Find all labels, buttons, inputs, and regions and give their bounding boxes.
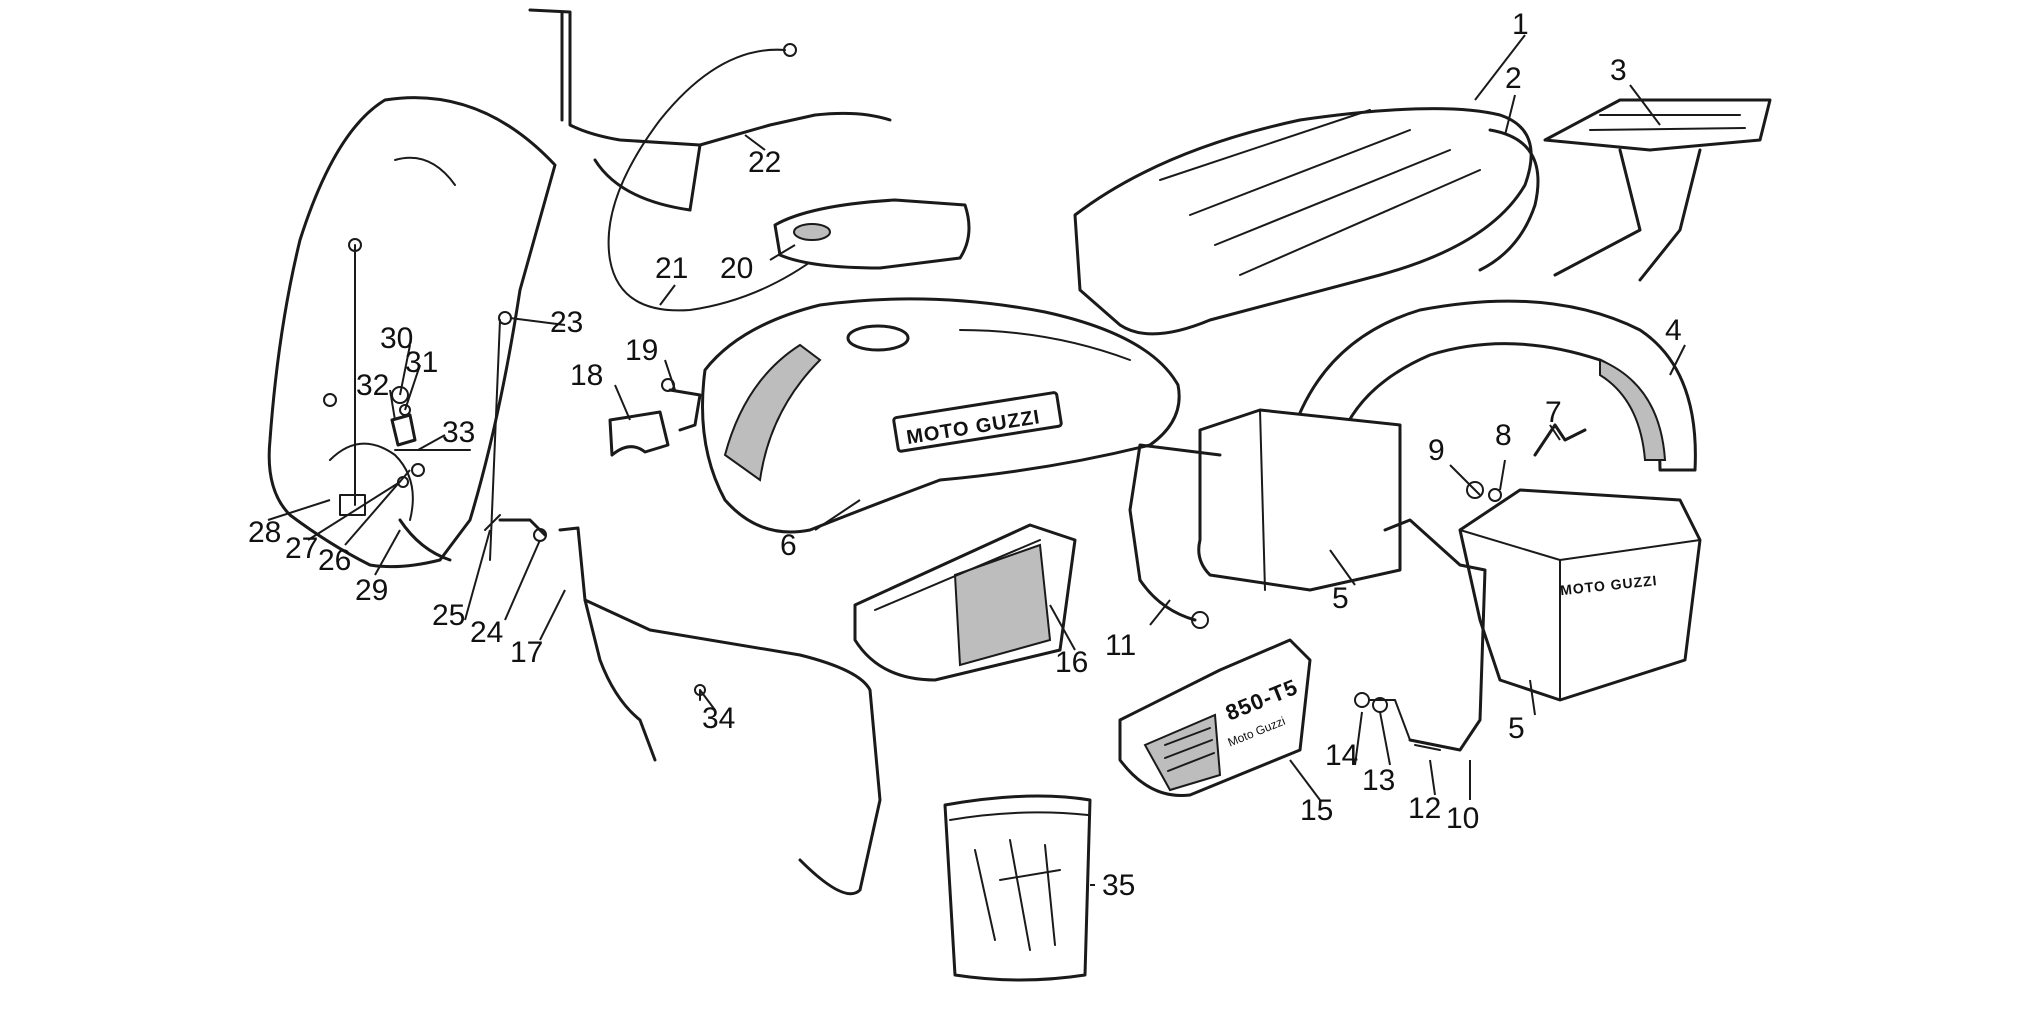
callout-4: 4	[1665, 314, 1682, 347]
callout-8: 8	[1495, 419, 1512, 452]
callout-12: 12	[1408, 792, 1441, 825]
callout-21: 21	[655, 252, 688, 285]
callout-28: 28	[248, 516, 281, 549]
screen-bracket	[484, 514, 547, 542]
tool-bag	[943, 794, 1092, 982]
callout-33: 33	[442, 416, 475, 449]
callout-11: 11	[1105, 629, 1136, 662]
windscreen	[267, 96, 557, 569]
callout-6: 6	[780, 529, 797, 562]
callout-9: 9	[1428, 434, 1445, 467]
callout-2: 2	[1505, 62, 1522, 95]
callout-26: 26	[318, 544, 351, 577]
fuel-tank	[701, 297, 1181, 534]
callout-5-upper: 5	[1332, 582, 1349, 615]
callout-27: 27	[285, 532, 318, 565]
callout-29: 29	[355, 574, 388, 607]
rear-fender	[1288, 299, 1697, 472]
saddlebag-left	[1197, 408, 1402, 592]
rear-rack	[1543, 98, 1772, 282]
callout-17: 17	[510, 636, 543, 669]
callout-3: 3	[1610, 54, 1627, 87]
handlebar	[528, 8, 892, 212]
callout-20: 20	[720, 252, 753, 285]
callout-18: 18	[570, 359, 603, 392]
callout-31: 31	[405, 346, 438, 379]
callout-15: 15	[1300, 794, 1333, 827]
callout-1: 1	[1512, 8, 1529, 41]
bracket-right	[1369, 518, 1487, 752]
tank-top-panel	[773, 198, 971, 270]
callout-22: 22	[748, 146, 781, 179]
tank-mount-brackets	[608, 378, 702, 457]
callout-labels: 1 2 3 4 5 5 6 7 8 9 10 11 12 13 14 15 16…	[248, 8, 1682, 902]
callout-24: 24	[470, 616, 503, 649]
bracket-left	[1128, 443, 1222, 629]
crash-bar	[558, 526, 882, 896]
side-cover-right	[1118, 638, 1312, 798]
seat	[1073, 107, 1540, 336]
callout-23: 23	[550, 306, 583, 339]
callout-7: 7	[1545, 396, 1562, 429]
callout-35: 35	[1102, 869, 1135, 902]
callout-16: 16	[1055, 646, 1088, 679]
callout-32: 32	[356, 369, 389, 402]
callout-10: 10	[1446, 802, 1479, 835]
side-cover-left	[853, 523, 1077, 682]
saddlebag-right	[1458, 488, 1702, 702]
callout-30: 30	[380, 322, 413, 355]
leader-lines	[267, 34, 1686, 886]
callout-25: 25	[432, 599, 465, 632]
callout-19: 19	[625, 334, 658, 367]
callout-5-lower: 5	[1508, 712, 1525, 745]
callout-14: 14	[1325, 739, 1358, 772]
callout-34: 34	[702, 702, 735, 735]
callout-13: 13	[1362, 764, 1395, 797]
